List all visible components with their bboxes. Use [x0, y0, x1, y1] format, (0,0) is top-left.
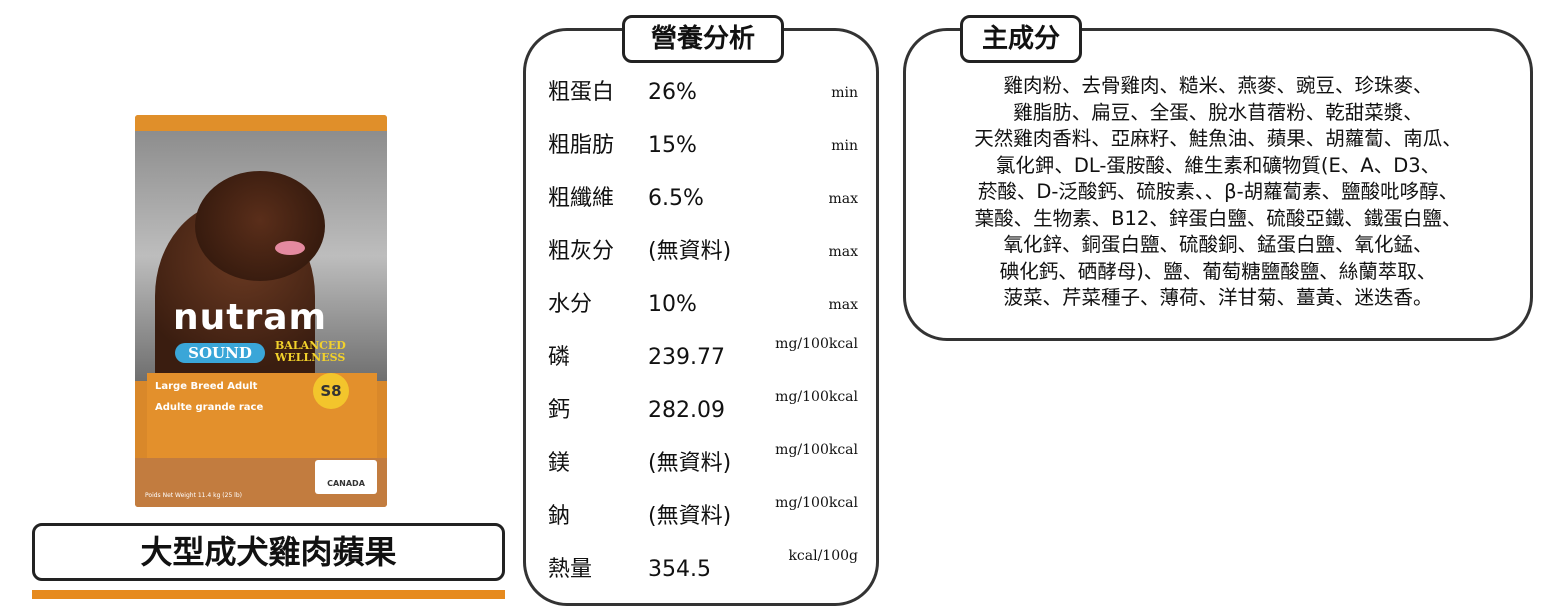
nutrient-unit: min — [831, 138, 858, 154]
nutrition-row: 粗蛋白 26% min — [526, 73, 876, 113]
nutrient-value: 10% — [648, 292, 697, 317]
ingredients-panel: 雞肉粉、去骨雞肉、糙米、燕麥、豌豆、珍珠麥、 雞脂肪、扁豆、全蛋、脫水苜蓿粉、乾… — [903, 28, 1533, 341]
nutrient-value: 6.5% — [648, 186, 704, 211]
ingredients-title: 主成分 — [960, 15, 1082, 63]
nutrient-unit: mg/100kcal — [775, 336, 858, 352]
nutrition-row: 粗灰分 (無資料) max — [526, 232, 876, 272]
nutrient-unit: mg/100kcal — [775, 442, 858, 458]
nutrient-unit: kcal/100g — [788, 548, 858, 564]
nutrient-label: 熱量 — [548, 557, 593, 582]
nutrient-value: 239.77 — [648, 345, 725, 370]
nutrition-row: 鈣 282.09 mg/100kcal — [526, 389, 876, 431]
nutrient-unit: min — [831, 85, 858, 101]
nutrient-value: (無資料) — [648, 504, 732, 529]
nutrient-label: 鎂 — [548, 451, 571, 476]
product-line: SOUND — [175, 343, 265, 363]
nutrient-value: (無資料) — [648, 239, 732, 264]
product-code: S8 — [313, 373, 349, 409]
nutrient-label: 粗纖維 — [548, 186, 615, 211]
accent-bar — [32, 590, 505, 599]
title-fr: Adulte grande race — [155, 402, 264, 413]
nutrient-unit: mg/100kcal — [775, 389, 858, 405]
product-image: nutram SOUND BALANCED WELLNESS Large Bre… — [135, 115, 387, 507]
nutrient-label: 鈉 — [548, 504, 571, 529]
origin-badge: CANADA — [315, 460, 377, 494]
nutrition-title: 營養分析 — [622, 15, 784, 63]
nutrient-label: 粗灰分 — [548, 239, 615, 264]
nutrient-value: 26% — [648, 80, 697, 105]
nutrition-row: 水分 10% max — [526, 285, 876, 325]
nutrient-value: 354.5 — [648, 557, 711, 582]
nutrient-label: 粗蛋白 — [548, 80, 615, 105]
brand-logo: nutram — [173, 297, 328, 338]
title-en: Large Breed Adult — [155, 381, 258, 392]
nutrition-row: 粗脂肪 15% min — [526, 126, 876, 166]
nutrient-value: (無資料) — [648, 451, 732, 476]
tagline: BALANCED WELLNESS — [275, 339, 346, 364]
ingredients-text: 雞肉粉、去骨雞肉、糙米、燕麥、豌豆、珍珠麥、 雞脂肪、扁豆、全蛋、脫水苜蓿粉、乾… — [974, 74, 1462, 309]
nutrient-value: 15% — [648, 133, 697, 158]
nutrient-unit: mg/100kcal — [775, 495, 858, 511]
nutrition-row: 鎂 (無資料) mg/100kcal — [526, 442, 876, 484]
product-name: 大型成犬雞肉蘋果 — [32, 523, 505, 581]
nutrition-row: 熱量 354.5 kcal/100g — [526, 548, 876, 590]
net-weight: Poids Net Weight 11.4 kg (25 lb) — [145, 492, 242, 499]
nutrient-label: 鈣 — [548, 398, 571, 423]
nutrition-row: 磷 239.77 mg/100kcal — [526, 336, 876, 378]
nutrient-label: 磷 — [548, 345, 571, 370]
nutrition-row: 粗纖維 6.5% max — [526, 179, 876, 219]
nutrition-row: 鈉 (無資料) mg/100kcal — [526, 495, 876, 537]
nutrient-label: 水分 — [548, 292, 593, 317]
nutrient-value: 282.09 — [648, 398, 725, 423]
nutrient-unit: max — [828, 297, 858, 313]
nutrient-unit: max — [828, 191, 858, 207]
nutrient-unit: max — [828, 244, 858, 260]
nutrient-label: 粗脂肪 — [548, 133, 615, 158]
